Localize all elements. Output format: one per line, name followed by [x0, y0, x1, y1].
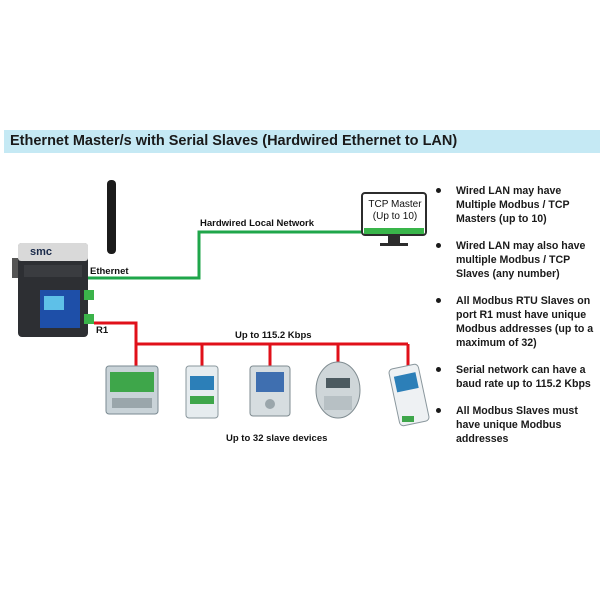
bullet-text: All Modbus Slaves must have unique Modbu… [456, 405, 578, 445]
bullet-text: Wired LAN may also have multiple Modbus … [456, 240, 586, 280]
slave-device-3 [249, 365, 291, 417]
tcp-master-monitor [361, 192, 427, 246]
tcp-master-line2: (Up to 10) [372, 211, 418, 222]
slave-device-2 [185, 365, 219, 419]
slave-device-4 [315, 361, 361, 419]
bullet-icon [436, 298, 441, 303]
list-item: All Modbus Slaves must have unique Modbu… [430, 404, 598, 446]
slave-device-5 [388, 363, 430, 427]
list-item: Wired LAN may have Multiple Modbus / TCP… [430, 184, 598, 226]
bullet-icon [436, 188, 441, 193]
slave-device-1 [105, 365, 159, 415]
list-item: Wired LAN may also have multiple Modbus … [430, 239, 598, 281]
bullet-icon [436, 408, 441, 413]
bullet-icon [436, 243, 441, 248]
r1-label: R1 [96, 325, 109, 336]
page-title: Ethernet Master/s with Serial Slaves (Ha… [10, 133, 458, 149]
gateway-brand-label: smc [30, 246, 53, 258]
bullet-text: All Modbus RTU Slaves on port R1 must ha… [456, 295, 594, 349]
bullet-icon [436, 367, 441, 372]
hardwired-network-label: Hardwired Local Network [200, 218, 315, 229]
ethernet-label: Ethernet [90, 266, 129, 277]
list-item: All Modbus RTU Slaves on port R1 must ha… [430, 294, 598, 350]
title-banner: Ethernet Master/s with Serial Slaves (Ha… [4, 130, 600, 153]
bullet-text: Serial network can have a baud rate up t… [456, 364, 591, 390]
tcp-master-line1: TCP Master [368, 199, 422, 210]
gateway-device [12, 243, 94, 337]
ethernet-line [86, 230, 362, 280]
bullet-text: Wired LAN may have Multiple Modbus / TCP… [456, 185, 570, 225]
requirements-list: Wired LAN may have Multiple Modbus / TCP… [430, 184, 598, 459]
slave-devices-label: Up to 32 slave devices [226, 433, 328, 444]
speed-label: Up to 115.2 Kbps [235, 330, 312, 341]
antenna-icon [107, 180, 116, 254]
serial-line-r1 [94, 321, 408, 346]
tcp-master-label: TCP Master (Up to 10) [366, 199, 424, 223]
list-item: Serial network can have a baud rate up t… [430, 363, 598, 391]
